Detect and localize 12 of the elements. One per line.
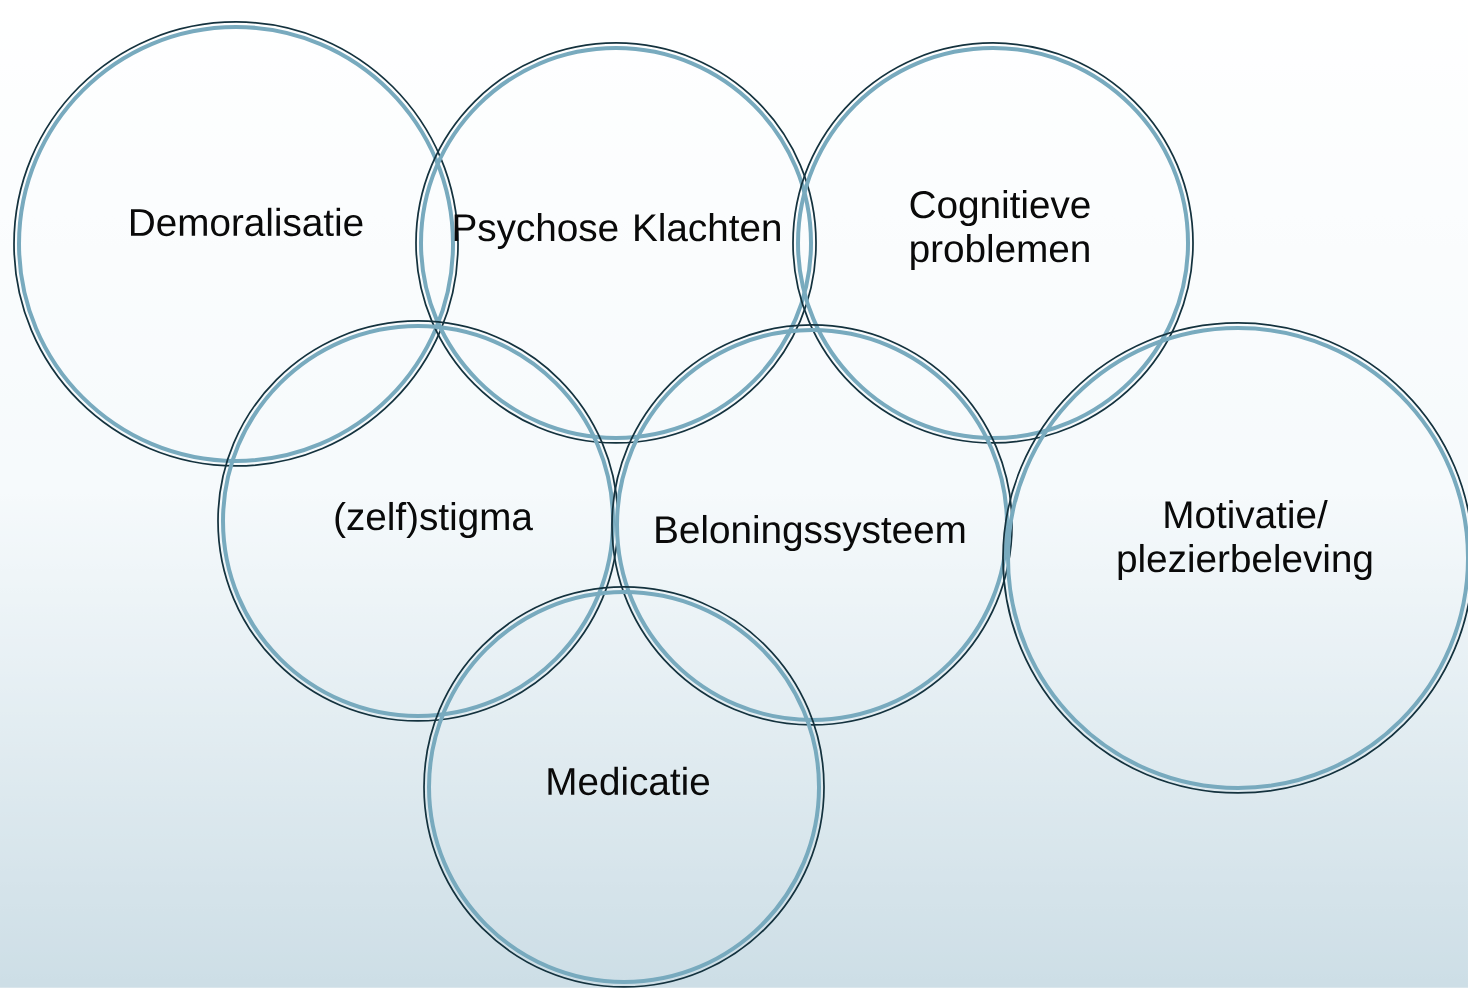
bubble — [1002, 322, 1468, 794]
bubble — [792, 42, 1194, 444]
bubble-label: Beloningssysteem — [656, 514, 965, 551]
bubble — [423, 586, 825, 988]
bubble — [415, 42, 817, 444]
bubble-label: Medicatie — [548, 766, 709, 796]
bubble — [217, 320, 619, 722]
bubble-label: Cognitieve problemen — [910, 189, 1090, 270]
bubble — [611, 324, 1013, 726]
bubble-label: Demoralisatie — [131, 207, 363, 237]
bubble-label: Motivatie/ plezierbeleving — [1118, 499, 1372, 580]
bubble-label: (zelf)stigma — [335, 501, 533, 538]
